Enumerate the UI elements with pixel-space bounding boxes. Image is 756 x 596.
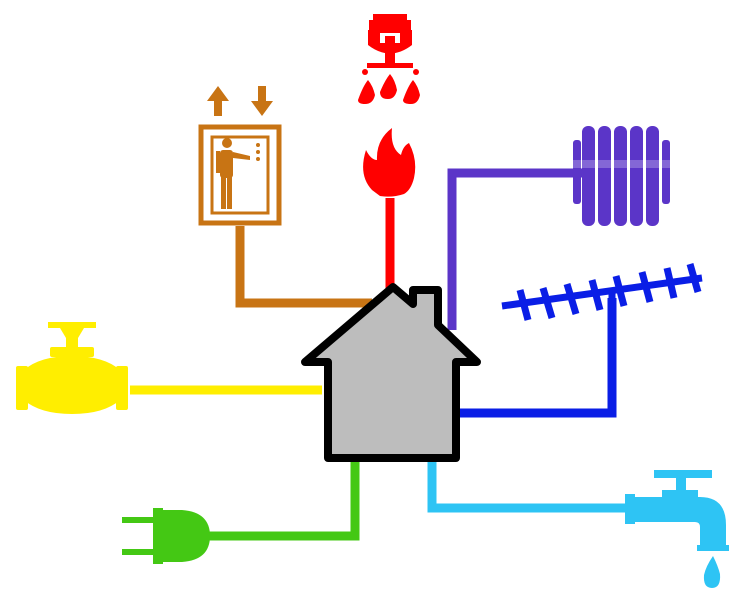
tv-antenna-icon [501, 263, 703, 321]
elevator-line [235, 226, 372, 308]
electricity-line [208, 458, 360, 541]
fire-sprinkler-icon [358, 14, 420, 104]
water-tap-icon [625, 470, 729, 588]
flame-icon [363, 128, 416, 197]
heating-line [447, 168, 582, 330]
antenna-line [458, 298, 617, 418]
gas-valve-icon [16, 322, 128, 414]
radiator-icon [573, 126, 670, 226]
house-icon [301, 283, 481, 462]
power-plug-icon [122, 508, 210, 564]
elevator-up-down-arrows-icon [207, 86, 273, 116]
elevator-icon [198, 86, 282, 226]
water-line [427, 458, 628, 513]
